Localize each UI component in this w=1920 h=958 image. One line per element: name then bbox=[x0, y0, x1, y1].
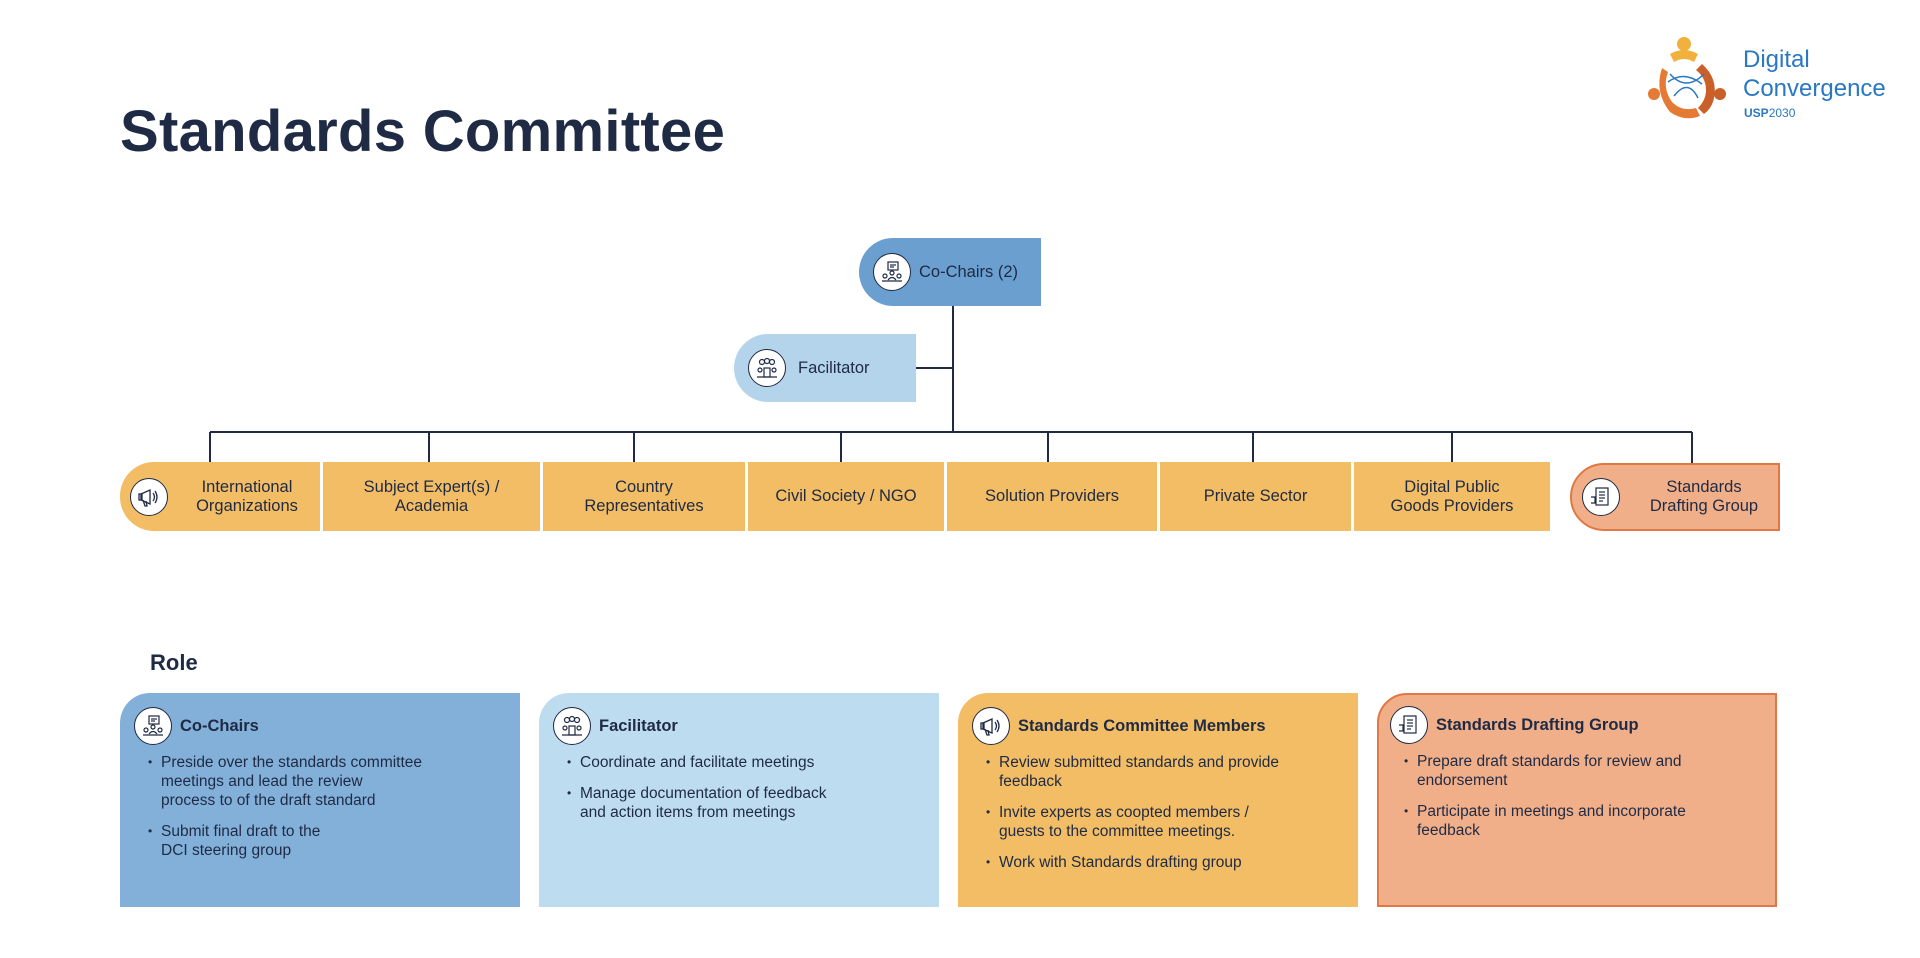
megaphone-icon bbox=[972, 707, 1010, 745]
role-card-title: Standards Drafting Group bbox=[1436, 715, 1639, 734]
role-list: Prepare draft standards for review and e… bbox=[1404, 752, 1754, 852]
group-icon bbox=[748, 349, 786, 387]
role-item: Participate in meetings and incorporate … bbox=[1404, 802, 1754, 840]
role-item: Prepare draft standards for review and e… bbox=[1404, 752, 1754, 790]
node-standards-drafting-group: Standards Drafting Group bbox=[1570, 463, 1780, 531]
node-subject-experts: Subject Expert(s) / Academia bbox=[323, 462, 540, 531]
role-card-title: Co-Chairs bbox=[180, 716, 259, 735]
role-section-title: Role bbox=[150, 650, 198, 675]
logo-text-convergence: Convergence bbox=[1743, 75, 1886, 102]
page-title: Standards Committee bbox=[120, 99, 726, 164]
role-list: Preside over the standards committee mee… bbox=[148, 753, 498, 872]
role-card-cochairs: Co-Chairs Preside over the standards com… bbox=[120, 693, 520, 907]
node-member-label: International Organizations bbox=[196, 477, 298, 515]
role-item: Review submitted standards and provide f… bbox=[986, 753, 1336, 791]
role-item: Submit final draft to the DCI steering g… bbox=[148, 822, 498, 860]
role-card-drafting-group: Standards Drafting Group Prepare draft s… bbox=[1377, 693, 1777, 907]
node-member-label: Private Sector bbox=[1203, 487, 1308, 505]
node-cochairs: Co-Chairs (2) bbox=[859, 238, 1041, 306]
node-solution-providers: Solution Providers bbox=[947, 462, 1157, 531]
node-facilitator: Facilitator bbox=[734, 334, 916, 402]
node-member-label: Country Representatives bbox=[584, 477, 704, 515]
role-list: Review submitted standards and provide f… bbox=[986, 753, 1336, 884]
node-member-label: Civil Society / NGO bbox=[775, 487, 917, 505]
role-card-title: Facilitator bbox=[599, 716, 678, 735]
group-icon bbox=[553, 707, 591, 745]
megaphone-icon bbox=[130, 477, 168, 516]
role-item: Manage documentation of feedback and act… bbox=[567, 784, 917, 822]
node-facilitator-label: Facilitator bbox=[798, 358, 870, 377]
node-civil-society: Civil Society / NGO bbox=[748, 462, 944, 531]
role-item: Work with Standards drafting group bbox=[986, 853, 1336, 872]
digital-convergence-logo: Digital Convergence USP2030 bbox=[1640, 34, 1890, 129]
role-card-committee-members: Standards Committee Members Review submi… bbox=[958, 693, 1358, 907]
logo-mark-icon bbox=[1648, 37, 1726, 119]
node-cochairs-label: Co-Chairs (2) bbox=[919, 262, 1019, 281]
node-digital-public-goods: Digital Public Goods Providers bbox=[1354, 462, 1550, 531]
role-item: Invite experts as coopted members / gues… bbox=[986, 803, 1336, 841]
presenter-icon bbox=[134, 707, 172, 745]
role-item: Coordinate and facilitate meetings bbox=[567, 753, 917, 772]
node-international-organizations: International Organizations bbox=[120, 462, 320, 531]
logo-text-usp2030: USP2030 bbox=[1744, 106, 1796, 120]
role-item: Preside over the standards committee mee… bbox=[148, 753, 498, 810]
logo-text-digital: Digital bbox=[1743, 46, 1810, 73]
role-list: Coordinate and facilitate meetings Manag… bbox=[567, 753, 917, 834]
node-private-sector: Private Sector bbox=[1160, 462, 1351, 531]
presenter-icon bbox=[873, 253, 911, 291]
node-member-label: Digital Public Goods Providers bbox=[1390, 477, 1514, 515]
document-icon bbox=[1390, 706, 1428, 744]
node-country-representatives: Country Representatives bbox=[543, 462, 745, 531]
node-sdg-label: Standards Drafting Group bbox=[1649, 478, 1759, 515]
node-member-label: Solution Providers bbox=[985, 487, 1119, 505]
document-icon bbox=[1582, 478, 1620, 516]
role-card-title: Standards Committee Members bbox=[1018, 716, 1266, 735]
node-member-label: Subject Expert(s) / Academia bbox=[363, 477, 500, 515]
role-card-facilitator: Facilitator Coordinate and facilitate me… bbox=[539, 693, 939, 907]
